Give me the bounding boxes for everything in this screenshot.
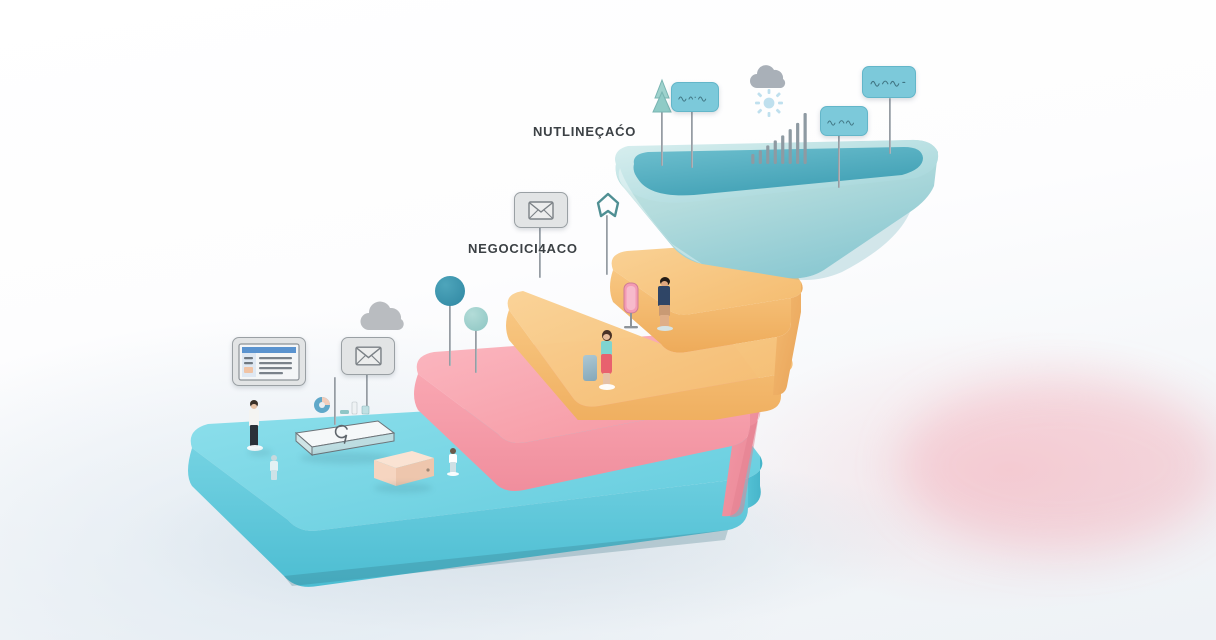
bar bbox=[803, 112, 807, 164]
blue-sign-3[interactable] bbox=[862, 66, 916, 98]
torso bbox=[270, 461, 278, 471]
figure-base-small bbox=[447, 448, 459, 478]
dashboard-sign-pole bbox=[334, 377, 336, 425]
pine-tree-icon bbox=[652, 78, 672, 113]
cloud-icon-top bbox=[750, 65, 786, 88]
faux-text bbox=[870, 80, 906, 87]
shorts bbox=[659, 305, 670, 316]
faux-text bbox=[678, 96, 707, 102]
torso bbox=[601, 341, 612, 355]
blue-sign-1[interactable] bbox=[671, 82, 719, 112]
lollipop-tree-dark bbox=[435, 276, 465, 306]
lollipop-tree-dark-pole bbox=[449, 300, 451, 366]
dashboard-sign[interactable] bbox=[232, 337, 306, 386]
figure-base-disc bbox=[447, 472, 459, 476]
diamond-marker-icon bbox=[596, 192, 620, 218]
legs bbox=[603, 373, 610, 385]
banner-stand-kiosk[interactable] bbox=[618, 282, 644, 334]
label-top: NUTLINEÇAĆO bbox=[533, 124, 637, 139]
legs bbox=[450, 462, 456, 473]
shoes bbox=[657, 326, 673, 331]
bar-chart bbox=[751, 112, 807, 164]
pie-chart-marker bbox=[314, 397, 330, 413]
figure-pink-woman bbox=[597, 330, 617, 392]
blue-sign-3-pole bbox=[889, 98, 891, 154]
cardboard-box bbox=[374, 451, 434, 486]
torso bbox=[658, 286, 670, 306]
legs bbox=[271, 470, 277, 480]
bar bbox=[796, 122, 800, 164]
bar bbox=[766, 145, 770, 164]
figure-base-disc bbox=[247, 445, 263, 451]
torso bbox=[249, 409, 259, 426]
envelope-sign-left-pole bbox=[366, 370, 368, 412]
box-shadow bbox=[374, 483, 432, 493]
lollipop-tree-light-pole bbox=[475, 325, 477, 373]
label-middle: NEGOCICI4ACO bbox=[468, 241, 578, 256]
legs bbox=[660, 315, 669, 327]
lollipop-tree-light bbox=[464, 307, 488, 331]
envelope-sign-mid[interactable] bbox=[514, 192, 568, 228]
faux-text bbox=[827, 119, 855, 126]
skirt bbox=[601, 354, 612, 374]
envelope-sign-mid-pole bbox=[539, 222, 541, 278]
bar bbox=[773, 140, 777, 164]
bar bbox=[781, 135, 785, 164]
blue-sign-1-pole bbox=[691, 110, 693, 168]
torso bbox=[449, 454, 457, 463]
figure-base-child bbox=[268, 455, 280, 483]
face bbox=[661, 281, 668, 287]
legs bbox=[250, 425, 258, 447]
touchscreen-table[interactable] bbox=[292, 417, 398, 459]
head bbox=[450, 448, 456, 454]
figure-shadow-1 bbox=[248, 449, 272, 456]
diamond-marker-pole bbox=[606, 215, 608, 275]
face bbox=[251, 404, 257, 409]
bar bbox=[751, 154, 755, 164]
figure-base-standing bbox=[246, 400, 264, 452]
envelope-sign-left[interactable] bbox=[341, 337, 395, 375]
face bbox=[603, 334, 610, 340]
handbag bbox=[583, 355, 597, 381]
desk-props bbox=[340, 401, 370, 415]
browser-window-icon bbox=[238, 342, 300, 381]
bar bbox=[788, 129, 792, 164]
tier-orange bbox=[506, 241, 803, 420]
figure-base-disc bbox=[599, 384, 615, 390]
envelope-icon bbox=[528, 200, 554, 220]
blue-sign-2[interactable] bbox=[820, 106, 868, 136]
figure-orange-man bbox=[655, 277, 675, 335]
bar bbox=[758, 150, 762, 164]
sun-icon bbox=[755, 89, 783, 117]
pine-tree-pole bbox=[661, 110, 663, 166]
funnel-basin bbox=[615, 139, 939, 280]
slab-shadow bbox=[300, 452, 392, 464]
background-glow-right bbox=[900, 380, 1216, 550]
cloud-icon-left bbox=[360, 301, 404, 330]
blue-sign-2-pole bbox=[838, 132, 840, 188]
envelope-icon bbox=[354, 346, 382, 366]
head bbox=[271, 455, 277, 461]
